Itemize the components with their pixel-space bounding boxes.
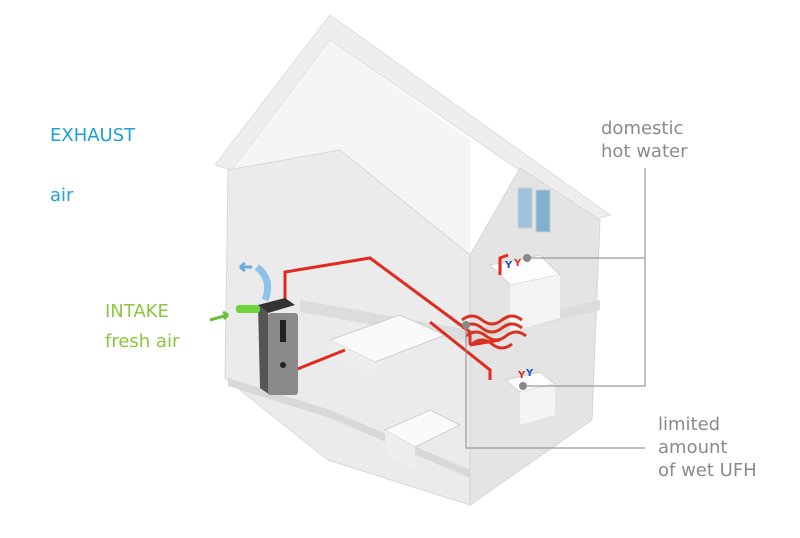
svg-text:Y: Y bbox=[504, 260, 513, 271]
exhaust-label: EXHAUST bbox=[50, 125, 136, 146]
house-roof-face bbox=[232, 40, 470, 260]
dhw-label-line2: hot water bbox=[601, 141, 688, 162]
callout-dots bbox=[462, 254, 531, 390]
intake-duct bbox=[236, 305, 260, 313]
window bbox=[517, 187, 551, 233]
intake-fresh-air-label: fresh air bbox=[105, 331, 180, 352]
mvhr-unit bbox=[209, 261, 298, 395]
house-side-wall bbox=[469, 167, 601, 506]
ufh-label-line1: limited bbox=[658, 414, 721, 435]
callout-lines bbox=[465, 168, 646, 449]
intake-label: INTAKE bbox=[105, 301, 169, 322]
svg-text:Y: Y bbox=[517, 370, 526, 381]
exhaust-arrow-icon bbox=[239, 261, 252, 273]
heating-pipes bbox=[283, 253, 509, 380]
ufh-label-line3: of wet UFH bbox=[658, 460, 757, 481]
ground-floor-slab bbox=[228, 378, 470, 478]
svg-text:Y: Y bbox=[525, 368, 534, 379]
tap-icons: Y Y Y Y bbox=[504, 258, 534, 381]
exhaust-air-label: air bbox=[50, 185, 74, 206]
dhw-label-line1: domestic bbox=[601, 118, 684, 139]
intake-arrow-icon bbox=[209, 310, 230, 322]
svg-text:Y: Y bbox=[513, 258, 522, 269]
underfloor-heating-coil bbox=[461, 314, 527, 350]
exhaust-duct bbox=[254, 264, 272, 302]
ufh-label-line2: amount bbox=[658, 437, 728, 458]
